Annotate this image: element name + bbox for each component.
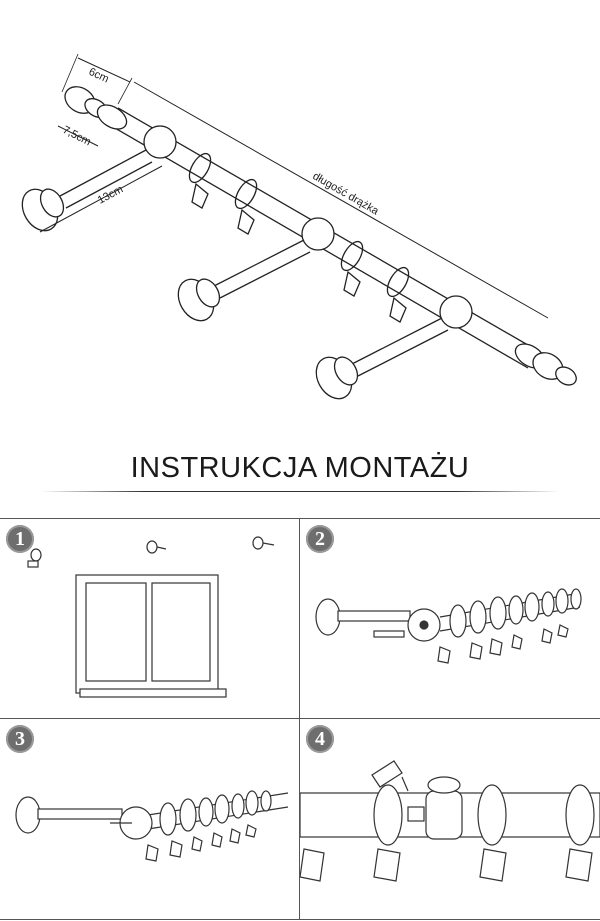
step-number-badge: 2	[306, 525, 334, 553]
step-3-illustration	[15, 790, 289, 862]
step-3-panel: 3	[0, 719, 300, 919]
step-number-badge: 1	[6, 525, 34, 553]
dim-bracket-offset: 7,5cm	[61, 124, 93, 148]
step-1-panel: 1	[0, 519, 300, 719]
step-1-illustration	[27, 536, 275, 698]
dim-bracket-length: 13cm	[96, 183, 125, 206]
title-divider	[40, 491, 560, 492]
assembly-steps-grid: 1	[0, 518, 600, 920]
curtain-rod-diagram: 6cm 7,5cm 13cm długość drążka	[21, 53, 577, 400]
step-number-badge: 3	[6, 725, 34, 753]
step-2-illustration	[315, 588, 582, 664]
dim-finial-width: 6cm	[87, 66, 111, 86]
dim-rod-length: długość drążka	[311, 170, 382, 218]
page-title: INSTRUKCJA MONTAŻU	[130, 452, 470, 484]
step-4-panel: 4	[300, 719, 600, 919]
step-2-panel: 2	[300, 519, 600, 719]
step-4-illustration	[300, 760, 600, 882]
step-number-badge: 4	[306, 725, 334, 753]
